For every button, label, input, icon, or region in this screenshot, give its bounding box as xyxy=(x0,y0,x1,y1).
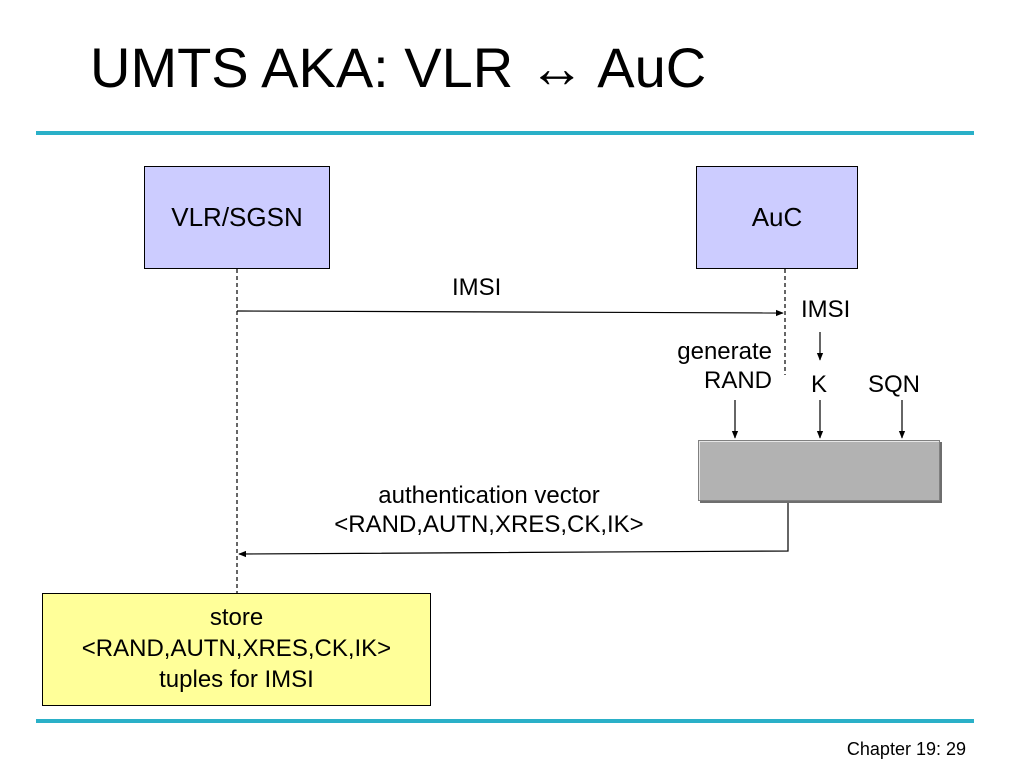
vector-label-line2: <RAND,AUTN,XRES,CK,IK> xyxy=(334,510,644,538)
slide-title: UMTS AKA: VLR ↔ AuC xyxy=(90,36,707,99)
bottom-divider xyxy=(36,719,974,723)
auc-label: AuC xyxy=(751,202,803,232)
vector-label-line1: authentication vector xyxy=(378,482,600,509)
vector-response-arrow xyxy=(238,501,789,558)
sqn-label: SQN xyxy=(868,371,921,398)
imsi-request-arrow xyxy=(236,309,784,317)
rand-text: RAND xyxy=(703,366,772,394)
top-divider xyxy=(36,131,974,135)
k-label: K xyxy=(811,371,828,398)
chapter-footer: Chapter 19: 29 xyxy=(846,739,966,759)
store-note-line2: <RAND,AUTN,XRES,CK,IK> xyxy=(81,635,392,663)
vector-generation-function-box xyxy=(698,440,940,501)
store-note-line1: store xyxy=(209,604,264,632)
store-note-line3: tuples for IMSI xyxy=(159,665,314,693)
generate-rand-label: generate RAND xyxy=(620,338,772,396)
vlr-sgsn-label: VLR/SGSN xyxy=(171,202,303,232)
auc-box: AuC xyxy=(696,166,858,269)
generate-text: generate xyxy=(677,338,772,365)
imsi-input-label: IMSI xyxy=(801,296,851,323)
vlr-sgsn-box: VLR/SGSN xyxy=(144,166,330,269)
vector-message-label: authentication vector <RAND,AUTN,XRES,CK… xyxy=(274,482,704,540)
store-tuples-note: store <RAND,AUTN,XRES,CK,IK> tuples for … xyxy=(42,593,431,706)
imsi-message-label: IMSI xyxy=(452,274,502,301)
